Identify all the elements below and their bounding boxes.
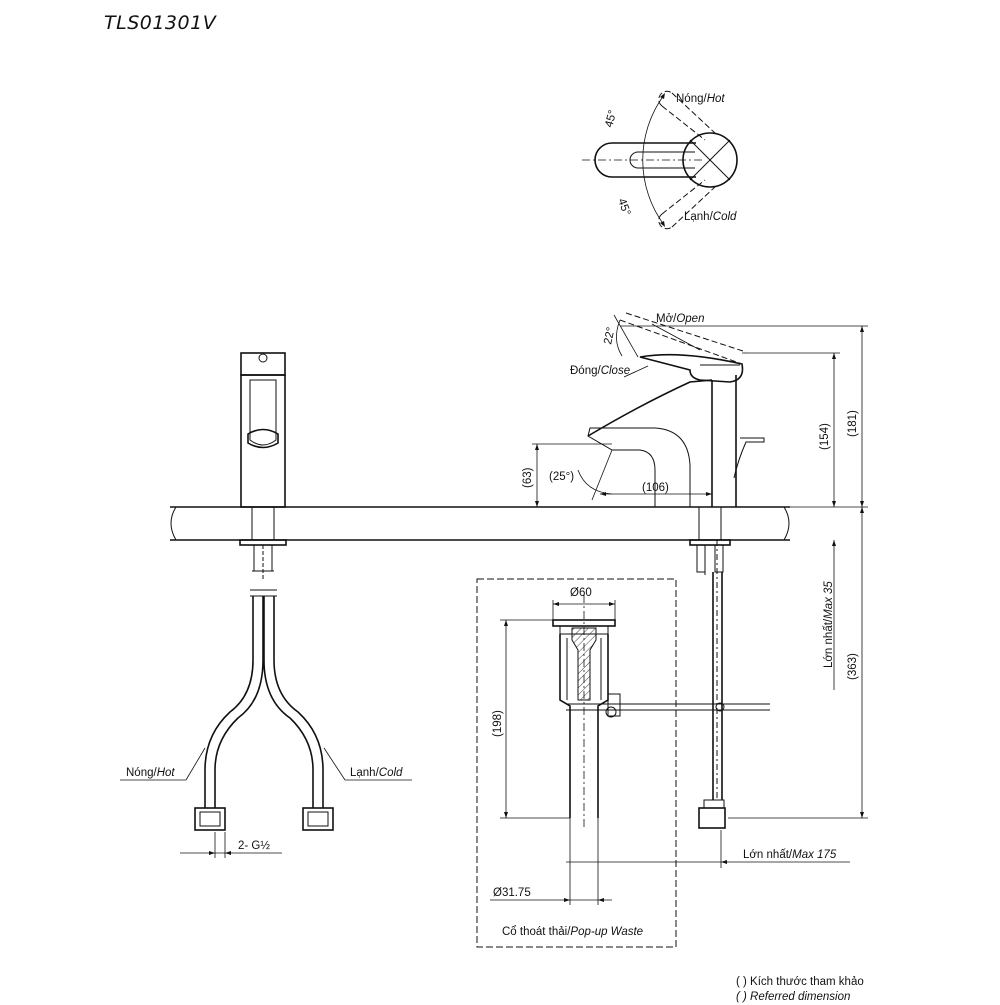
popup-waste-detail: Ø60 (198) Ø31.75 Cổ thoát thải/Pop-up Wa… [476,578,677,948]
drawing-title: TLS01301V [104,12,217,34]
cold-label-front: Lạnh/Cold [350,767,403,779]
hot-angle-label: 45° [603,109,619,129]
hot-label-top: Nóng/Hot [676,93,725,105]
close-label: Đóng/Close [570,365,630,377]
faucet-side-view: 22° Mở/Open Đóng/Close (25°) (106) (63) … [522,312,868,868]
spout-height-label: (63) [522,467,534,488]
waste-label: Cổ thoát thải/Pop-up Waste [502,926,643,938]
hot-label-front: Nóng/Hot [126,767,175,779]
spout-angle-label: (25°) [549,471,574,483]
waste-dia-top: Ø60 [570,587,592,599]
handle-top-view: 45° 45° Nóng/Hot Lạnh/Cold [582,90,738,230]
cold-angle-label: 45° [615,197,632,217]
faucet-front-view: Nóng/Hot Lạnh/Cold 2- G½ [120,352,412,858]
dim-154-label: (154) [819,423,831,450]
dim-181-label: (181) [847,410,859,437]
legend-line-en: ( ) Referred dimension [736,991,851,1003]
open-angle-label: 22° [602,326,617,346]
max-175-label: Lớn nhất/Max 175 [743,849,837,861]
waste-dia-bottom: Ø31.75 [493,887,531,899]
max-thickness-label: Lớn nhất/Max 35 [823,581,835,668]
waste-height-label: (198) [492,710,504,737]
thread-label: 2- G½ [238,840,270,852]
reach-dim-label: (106) [642,482,669,494]
counter-top [170,506,790,541]
legend-line-vi: ( ) Kích thước tham khảo [736,976,864,988]
legend: ( ) Kích thước tham khảo ( ) Referred di… [736,975,864,1005]
open-label: Mở/Open [656,313,704,325]
dim-363-label: (363) [847,653,859,680]
cold-label-top: Lạnh/Cold [684,211,737,223]
